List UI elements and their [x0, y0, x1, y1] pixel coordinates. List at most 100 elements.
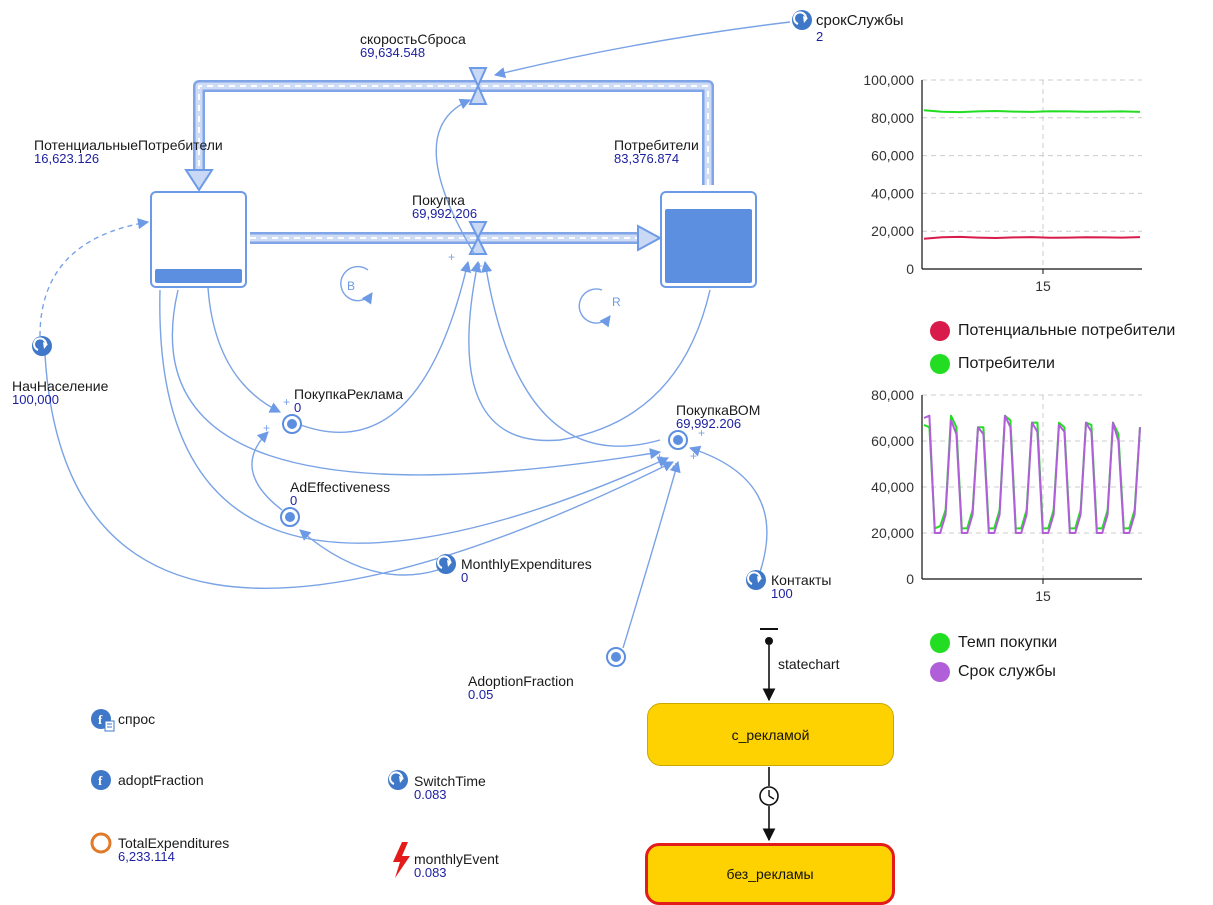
lightning-icon[interactable]: [393, 842, 410, 878]
function-icon[interactable]: f: [91, 770, 111, 790]
loop-balancing: [340, 265, 373, 305]
monthly-expenditures-label: MonthlyExpenditures: [461, 556, 592, 572]
x-tick-label: 15: [1035, 588, 1051, 604]
legend-label: Срок службы: [958, 663, 1056, 680]
svg-text:+: +: [698, 426, 705, 440]
svg-text:+: +: [656, 450, 663, 464]
y-tick-label: 40,000: [871, 479, 914, 495]
total-expenditures-value: 6,233.114: [118, 849, 175, 864]
legend-label: Потребители: [958, 355, 1055, 372]
discard-flow-value: 69,634.548: [360, 45, 426, 60]
purchase-flow-label: Покупка: [412, 192, 465, 208]
loop-balancing-label: B: [347, 279, 356, 293]
table-function-icon[interactable]: f: [91, 709, 115, 732]
loop-reinforcing-label: R: [612, 295, 621, 309]
switch-time-value: 0.083: [414, 787, 447, 802]
series-line: [923, 414, 1141, 534]
monthly-expenditures-value: 0: [461, 570, 469, 585]
parameter-monthly-expenditures-icon[interactable]: [436, 554, 456, 574]
x-tick-label: 15: [1035, 278, 1051, 294]
legend-label: Темп покупки: [958, 634, 1058, 651]
parameter-initial-population-icon[interactable]: [32, 336, 52, 356]
purchase-flow-value: 69,992.206: [412, 206, 478, 221]
legend-swatch: [930, 662, 950, 682]
discard-flow-label: скоростьСброса: [360, 31, 466, 47]
contacts-value: 100: [771, 586, 793, 601]
series-line: [923, 235, 1141, 240]
state-without-advertising-label: без_рекламы: [726, 866, 814, 882]
variable-icon[interactable]: [90, 832, 112, 854]
aux-purchase-ad-icon[interactable]: [282, 414, 302, 434]
series-line: [923, 109, 1141, 114]
svg-text:+: +: [476, 259, 483, 273]
stock-potential-consumers[interactable]: [150, 191, 247, 288]
consumers-stock-value: 83,376.874: [614, 151, 680, 166]
ad-effectiveness-label: AdEffectiveness: [290, 479, 391, 495]
demand-function-label: спрос: [118, 711, 156, 727]
state-without-advertising[interactable]: без_рекламы: [645, 843, 895, 905]
adopt-fraction-function-label: adoptFraction: [118, 772, 204, 788]
legend-item-purchase-rate: Темп покупки: [930, 633, 1057, 653]
y-tick-label: 20,000: [871, 223, 914, 239]
aux-adoption-fraction-icon[interactable]: [606, 647, 626, 667]
polarity-marks: ++ ++ +++ +: [263, 250, 705, 473]
aux-ad-effectiveness-icon[interactable]: [280, 507, 300, 527]
legend-swatch: [930, 633, 950, 653]
svg-text:+: +: [263, 421, 270, 435]
statechart-entry: [760, 628, 778, 702]
y-tick-label: 40,000: [871, 185, 914, 201]
consumers-stock-label: Потребители: [614, 137, 699, 153]
y-tick-label: 20,000: [871, 525, 914, 541]
aux-purchase-wom-icon[interactable]: [668, 430, 688, 450]
svg-text:+: +: [690, 449, 697, 463]
y-tick-label: 80,000: [871, 110, 914, 126]
ad-effectiveness-value: 0: [290, 493, 298, 508]
purchase-valve[interactable]: [468, 221, 488, 255]
legend-label: Потенциальные потребители: [958, 322, 1176, 339]
purchase-wom-value: 69,992.206: [676, 416, 742, 431]
potential-stock-value: 16,623.126: [34, 151, 100, 166]
loop-reinforcing: [578, 288, 611, 328]
causal-links: [39, 21, 791, 649]
purchase-ad-label: ПокупкаРеклама: [294, 386, 404, 402]
svg-text:+: +: [672, 459, 679, 473]
adoption-fraction-label: AdoptionFraction: [468, 673, 574, 689]
y-tick-label: 0: [906, 261, 914, 277]
svg-text:f: f: [98, 773, 103, 788]
purchase-ad-value: 0: [294, 400, 302, 415]
parameter-contacts-icon[interactable]: [746, 570, 766, 590]
y-tick-label: 60,000: [871, 148, 914, 164]
legend-swatch: [930, 354, 950, 374]
svg-text:f: f: [98, 712, 103, 727]
purchase-wom-label: ПокупкаВОМ: [676, 402, 761, 418]
timeout-clock-icon: [759, 786, 779, 806]
parameter-switch-time-icon[interactable]: [388, 770, 408, 790]
monthly-event-value: 0.083: [414, 865, 447, 880]
initial-population-label: НачНаселение: [12, 378, 109, 394]
y-tick-label: 100,000: [863, 72, 914, 88]
switch-time-label: SwitchTime: [414, 773, 486, 789]
state-with-advertising[interactable]: с_рекламой: [647, 703, 894, 766]
y-tick-label: 80,000: [871, 387, 914, 403]
discard-flow-pipe[interactable]: [184, 80, 714, 192]
svg-text:+: +: [448, 250, 455, 264]
contacts-label: Контакты: [771, 572, 832, 588]
legend-item-consumers: Потребители: [930, 354, 1055, 374]
legend-item-potential: Потенциальные потребители: [930, 321, 1175, 341]
initial-population-value: 100,000: [12, 392, 59, 407]
purchase-flow-pipe[interactable]: [250, 224, 663, 252]
y-tick-label: 60,000: [871, 433, 914, 449]
parameter-lifetime-icon[interactable]: [792, 10, 812, 30]
state-with-advertising-label: с_рекламой: [731, 726, 810, 743]
lifetime-label: срокСлужбы: [816, 12, 904, 29]
legend-swatch: [930, 321, 950, 341]
svg-text:+: +: [283, 395, 290, 409]
stock-consumers[interactable]: [660, 191, 757, 288]
statechart-label: statechart: [778, 656, 840, 672]
adoption-fraction-value: 0.05: [468, 687, 494, 702]
monthly-event-label: monthlyEvent: [414, 851, 499, 867]
discard-valve[interactable]: [468, 67, 488, 105]
lifetime-value: 2: [816, 29, 824, 44]
